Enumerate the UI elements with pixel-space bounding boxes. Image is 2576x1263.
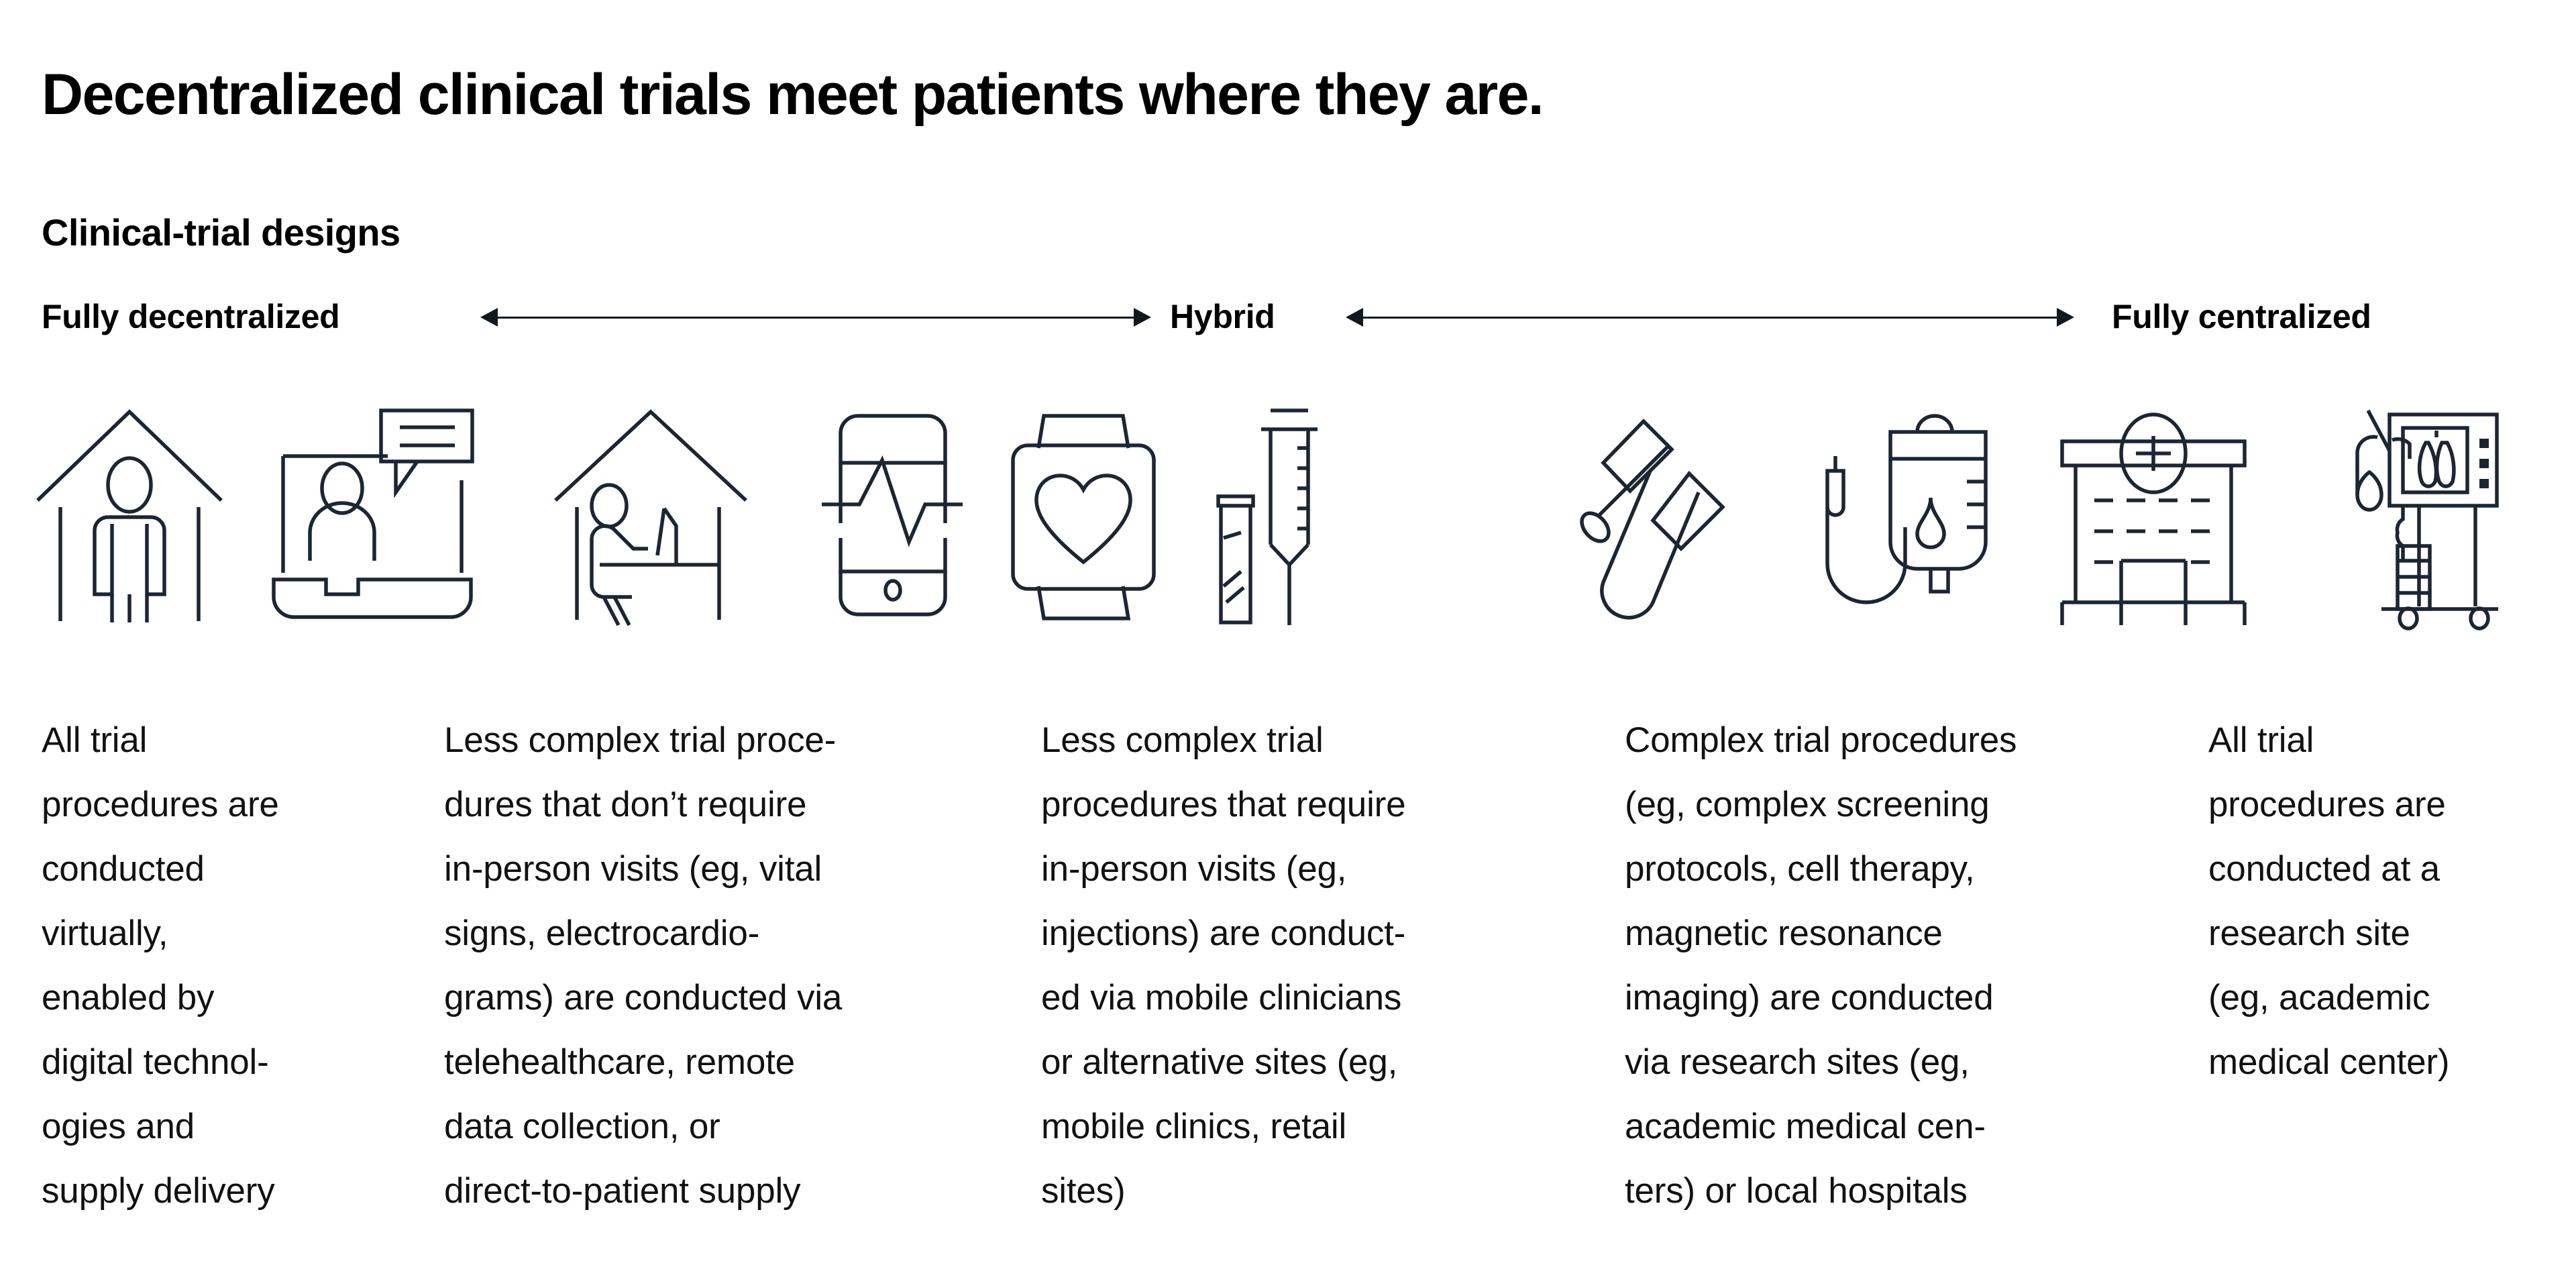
text-line: academic medical cen-: [1625, 1107, 1986, 1146]
text-line: in-person visits (eg, vital: [444, 849, 822, 889]
text-line: digital technol-: [42, 1042, 269, 1082]
text-line: injections) are conduct-: [1041, 914, 1406, 953]
description-columns: All trial procedures are conducted virtu…: [0, 708, 2576, 1218]
arrow-head-right-icon: [1134, 308, 1151, 327]
arrow-head-left-icon: [1346, 308, 1363, 327]
description-column-remote-procedures: Less complex trial proce- dures that don…: [444, 708, 1001, 1223]
text-line: Complex trial procedures: [1625, 720, 2017, 760]
description-column-complex-procedures: Complex trial procedures (eg, complex sc…: [1625, 708, 2175, 1223]
description-column-hybrid: Less complex trial procedures that requi…: [1041, 708, 1578, 1223]
text-line: (eg, academic: [2208, 978, 2430, 1018]
text-line: via research sites (eg,: [1625, 1042, 1970, 1082]
text-line: direct-to-patient supply: [444, 1171, 801, 1211]
text-line: procedures are: [42, 785, 279, 824]
laptop-video-call-icon: [268, 406, 476, 628]
text-line: dures that don’t require: [444, 785, 807, 824]
text-line: imaging) are conducted: [1625, 978, 1994, 1018]
design-spectrum-axis: Fully decentralized Hybrid Fully central…: [0, 290, 2576, 343]
spectrum-arrow-left: [480, 308, 1151, 327]
text-line: (eg, complex screening: [1625, 785, 1990, 824]
text-line: Less complex trial proce-: [444, 720, 837, 760]
text-line: procedures are: [2208, 785, 2446, 824]
text-line: data collection, or: [444, 1107, 720, 1146]
test-tube-and-swab-icon: [1580, 406, 1764, 628]
text-line: ogies and: [42, 1107, 195, 1146]
arrow-head-right-icon: [2057, 308, 2074, 327]
text-line: or alternative sites (eg,: [1041, 1042, 1398, 1082]
smartwatch-heart-icon: [1000, 406, 1167, 628]
syringe-and-vial-icon: [1201, 406, 1335, 628]
text-line: research site: [2208, 914, 2410, 953]
scale-label-hybrid: Hybrid: [1170, 298, 1275, 335]
smartphone-ecg-icon: [815, 406, 969, 628]
text-line: ters) or local hospitals: [1625, 1171, 1968, 1211]
scale-label-fully-centralized: Fully centralized: [2112, 298, 2371, 335]
text-line: medical center): [2208, 1042, 2450, 1082]
text-line: mobile clinics, retail: [1041, 1107, 1347, 1146]
arrow-head-left-icon: [480, 308, 498, 327]
home-with-person-at-desk-icon: [550, 406, 751, 628]
text-line: grams) are conducted via: [444, 978, 843, 1018]
home-with-person-icon: [32, 406, 227, 628]
page-title: Decentralized clinical trials meet patie…: [42, 62, 1544, 127]
medical-imaging-machine-icon: [2308, 406, 2502, 630]
text-line: supply delivery: [42, 1171, 275, 1211]
icon-strip: [0, 406, 2576, 641]
description-column-fully-decentralized: All trial procedures are conducted virtu…: [42, 708, 417, 1223]
text-line: Less complex trial: [1041, 720, 1324, 760]
text-line: procedures that require: [1041, 785, 1406, 824]
text-line: in-person visits (eg,: [1041, 849, 1347, 889]
arrow-shaft: [495, 317, 1136, 319]
text-line: All trial: [2208, 720, 2314, 760]
text-line: virtually,: [42, 914, 168, 953]
text-line: enabled by: [42, 978, 215, 1018]
text-line: telehealthcare, remote: [444, 1042, 795, 1082]
text-line: sites): [1041, 1171, 1126, 1211]
spectrum-arrow-right: [1346, 308, 2074, 327]
text-line: conducted at a: [2208, 849, 2440, 889]
text-line: conducted: [42, 849, 205, 889]
iv-drip-bag-icon: [1811, 406, 1992, 628]
description-column-fully-centralized: All trial procedures are conducted at a …: [2208, 708, 2557, 1095]
section-subtitle: Clinical-trial designs: [42, 211, 400, 254]
text-line: signs, electrocardio-: [444, 914, 760, 953]
hospital-building-icon: [2053, 406, 2254, 628]
arrow-shaft: [1360, 317, 2059, 319]
text-line: ed via mobile clinicians: [1041, 978, 1402, 1018]
text-line: All trial: [42, 720, 148, 760]
scale-label-fully-decentralized: Fully decentralized: [42, 298, 340, 335]
text-line: magnetic resonance: [1625, 914, 1943, 953]
text-line: protocols, cell therapy,: [1625, 849, 1975, 889]
